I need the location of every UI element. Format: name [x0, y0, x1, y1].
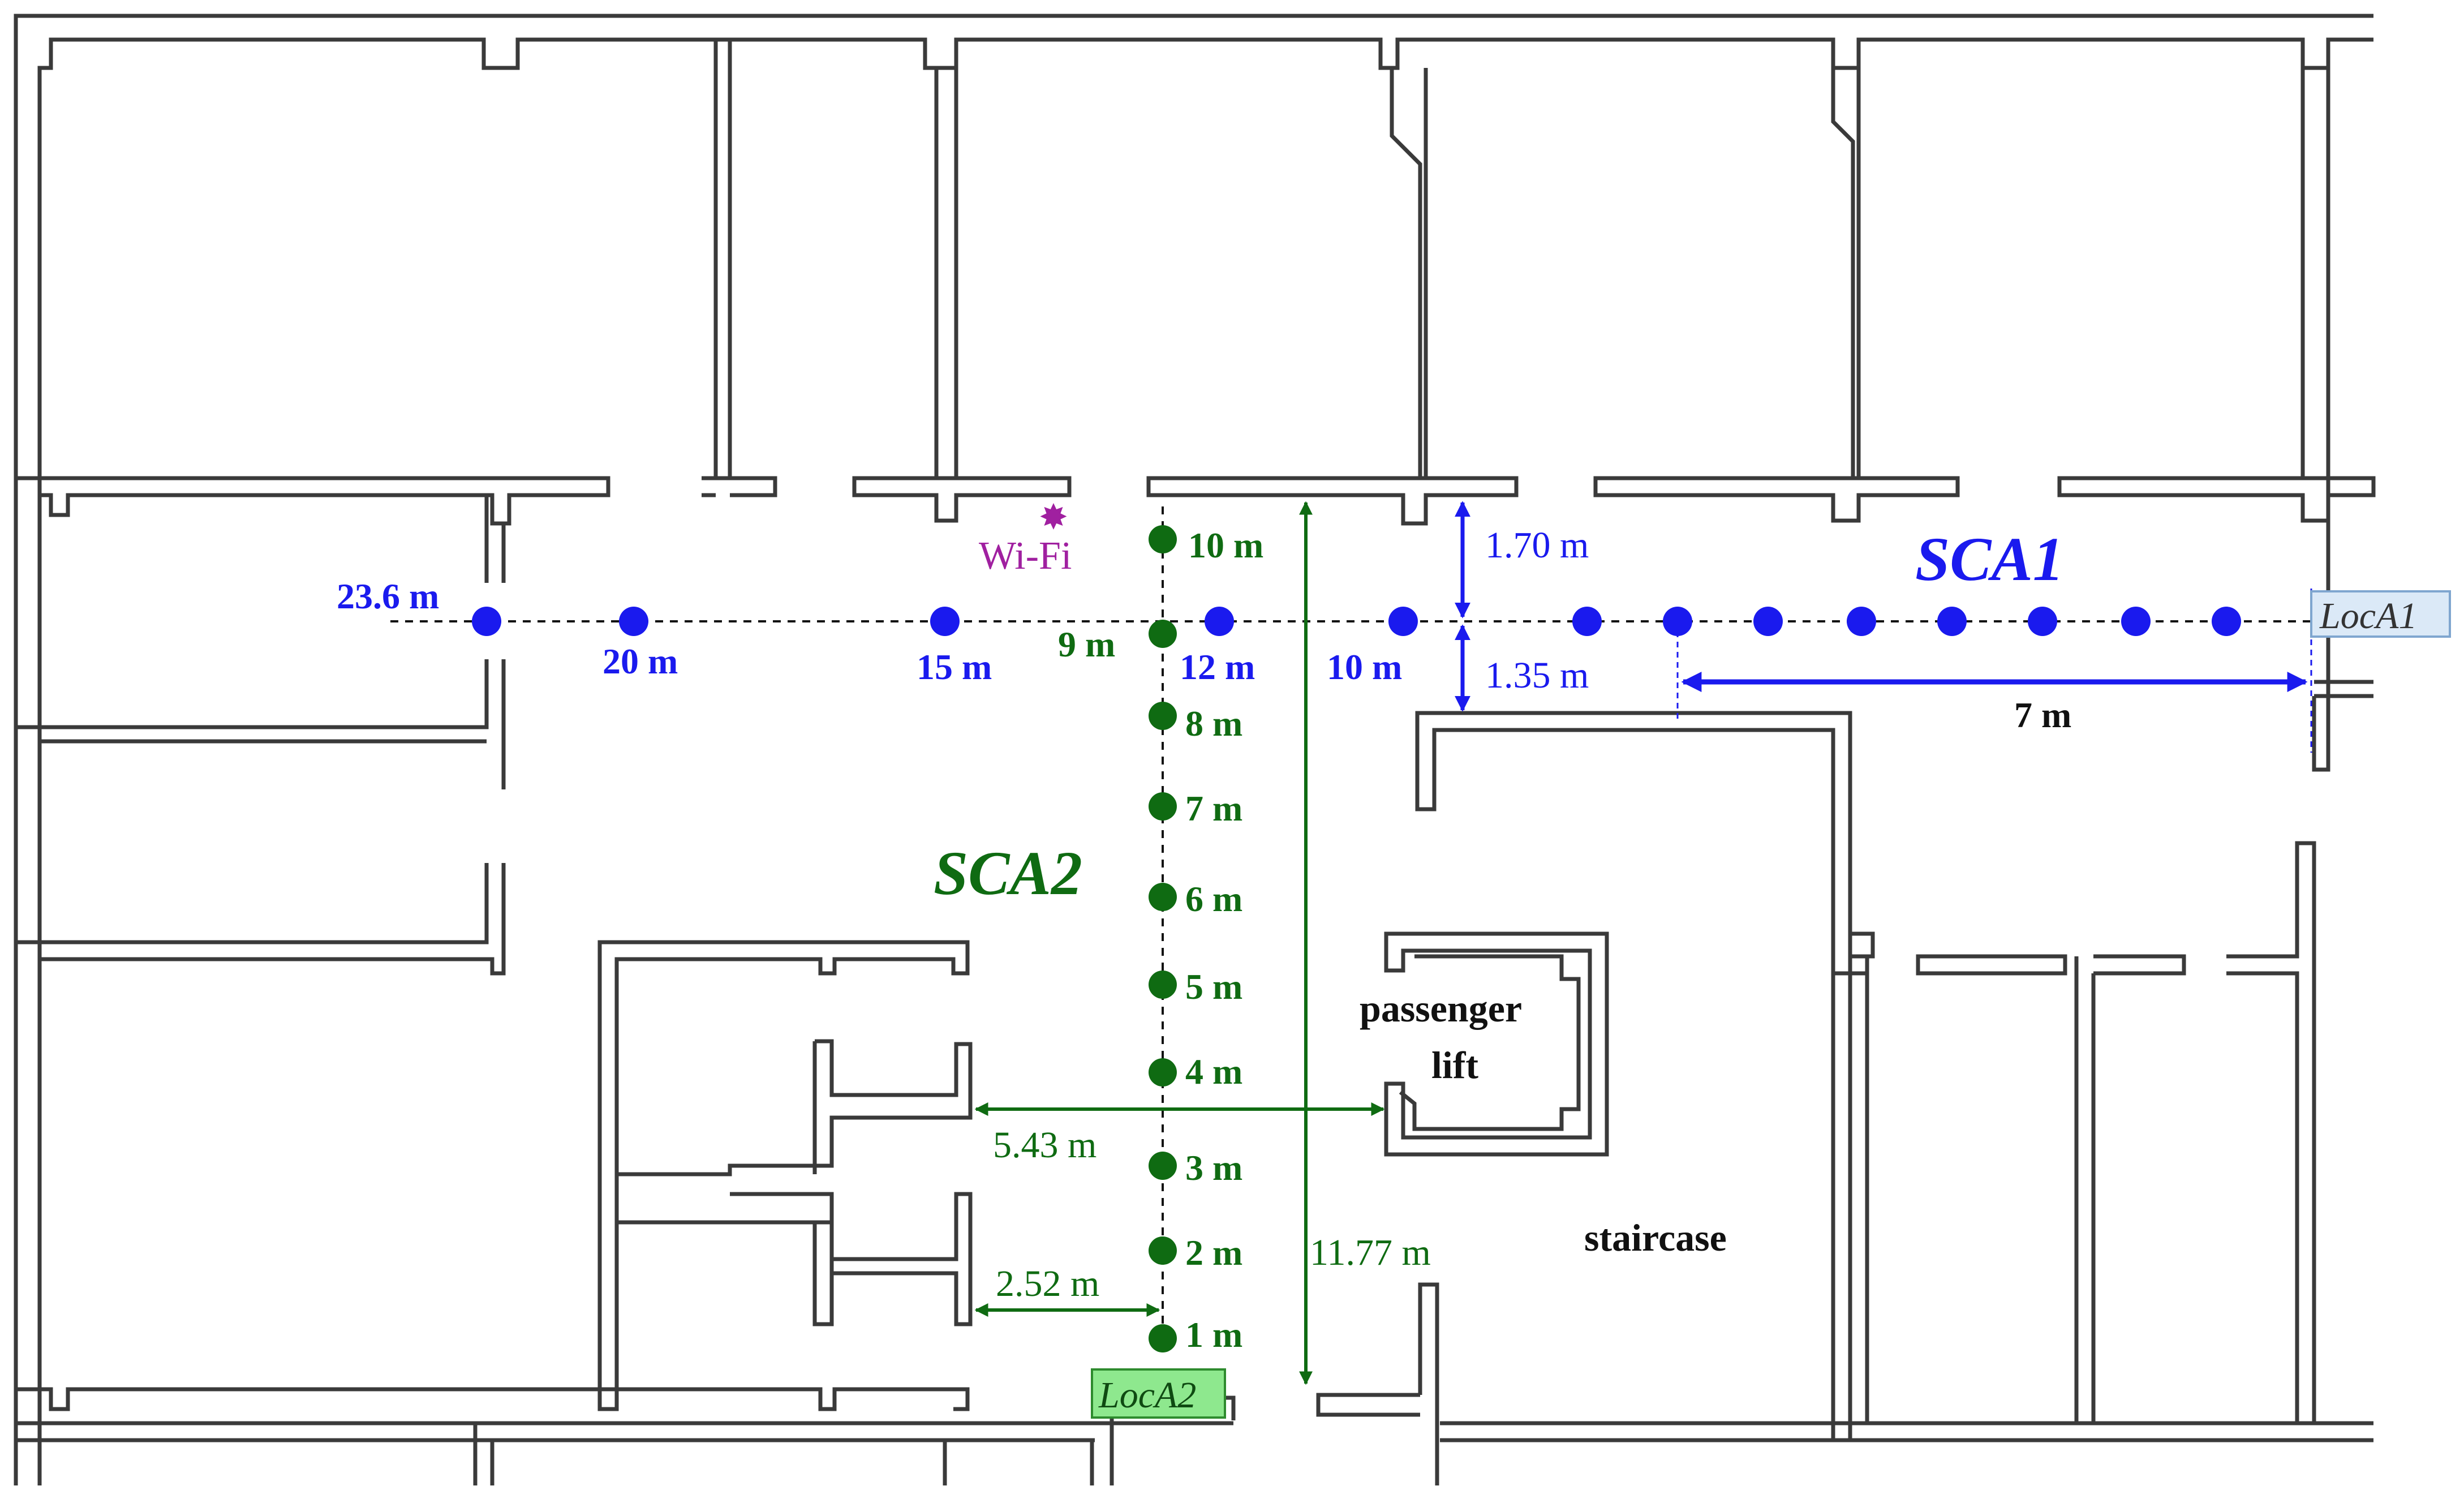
- sca2-title: SCA2: [934, 839, 1082, 908]
- sca1-point: [1847, 607, 1876, 636]
- sca2-point-label: 6 m: [1185, 879, 1242, 919]
- sca2-point: [1149, 620, 1177, 648]
- sca2-point: [1149, 1324, 1177, 1352]
- walls: [14, 14, 2376, 1485]
- sca2-point: [1149, 792, 1177, 821]
- sca1-point: [1388, 607, 1418, 636]
- staircase-label: staircase: [1584, 1216, 1727, 1259]
- sca1-point: [2028, 607, 2057, 636]
- sca2-point: [1149, 702, 1177, 730]
- wifi-access-point: ✸ Wi-Fi: [979, 496, 1072, 578]
- sca1-point-label: 23.6 m: [337, 576, 439, 616]
- passenger-lift-label: passenger: [1360, 987, 1522, 1030]
- sca1-point-label: 10 m: [1327, 647, 1402, 687]
- sca2-point-label: 9 m: [1058, 624, 1115, 664]
- sca1-point: [930, 607, 960, 636]
- sca1-point: [1753, 607, 1783, 636]
- sca2-point-label: 7 m: [1185, 788, 1242, 828]
- sca1-point: [619, 607, 648, 636]
- loca1-label: LocA1: [2319, 595, 2417, 637]
- wifi-burst-icon: ✸: [1039, 496, 1068, 538]
- sca2-point: [1149, 1058, 1177, 1087]
- sca2-point: [1149, 970, 1177, 999]
- corridor-below-label: 1.35 m: [1485, 655, 1589, 696]
- sca2-point: [1149, 525, 1177, 553]
- sca2-point: [1149, 883, 1177, 911]
- sca1-point: [2121, 607, 2151, 636]
- sca2-trajectory: 1 m 2 m 3 m 4 m 5 m 6 m 7 m 8 m 9 m 10 m…: [934, 501, 1431, 1419]
- corridor-above-label: 1.70 m: [1485, 525, 1589, 566]
- sca2-point-label: 5 m: [1185, 967, 1242, 1007]
- loca2-label: LocA2: [1098, 1375, 1196, 1416]
- wall-offset-label: 2.52 m: [996, 1263, 1099, 1304]
- loca1-box: [2310, 590, 2451, 638]
- sca1-point-label: 12 m: [1180, 647, 1255, 687]
- loca2-box: [1091, 1368, 1226, 1419]
- sca1-point: [2212, 607, 2241, 636]
- sca2-span-label: 11.77 m: [1310, 1232, 1431, 1273]
- sca2-point-label: 1 m: [1185, 1315, 1242, 1355]
- sca2-point-label: 2 m: [1185, 1233, 1242, 1273]
- sca1-point-label: 15 m: [917, 647, 992, 687]
- sca2-point-label: 4 m: [1185, 1051, 1242, 1092]
- sca2-point-label: 8 m: [1185, 703, 1242, 744]
- sca2-point-label: 3 m: [1185, 1148, 1242, 1188]
- wifi-label: Wi-Fi: [979, 534, 1072, 578]
- passenger-lift-label-line2: lift: [1431, 1043, 1478, 1087]
- lift-offset-label: 5.43 m: [993, 1124, 1096, 1166]
- sca1-point-label: 20 m: [603, 641, 678, 681]
- sca1-title: SCA1: [1915, 525, 2064, 594]
- sca1-point: [1205, 607, 1234, 636]
- sca2-point-label: 10 m: [1188, 525, 1263, 565]
- sca1-point: [1937, 607, 1967, 636]
- sca1-trajectory: 23.6 m 20 m 15 m 12 m 10 m SCA1 LocA1 7 …: [337, 501, 2451, 753]
- sca1-point: [1572, 607, 1602, 636]
- sca2-point: [1149, 1152, 1177, 1180]
- sca1-span-label: 7 m: [2014, 695, 2071, 735]
- sca1-point: [472, 607, 501, 636]
- sca2-point: [1149, 1236, 1177, 1265]
